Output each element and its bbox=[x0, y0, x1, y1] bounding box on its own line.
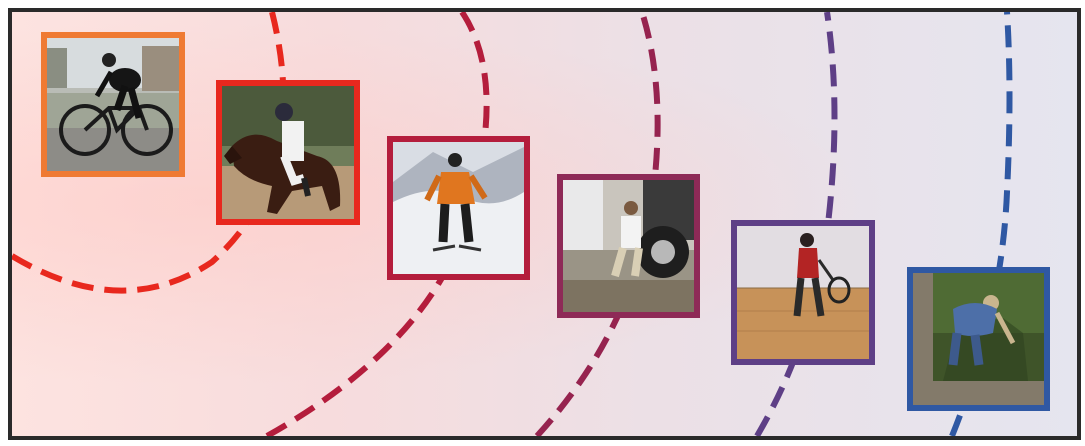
thumbnail-truck-tire bbox=[557, 174, 700, 318]
horse-riding-photo bbox=[222, 86, 354, 219]
truck-tire-photo bbox=[563, 180, 694, 312]
thumbnail-racquetball bbox=[731, 220, 875, 365]
thumbnail-cycling bbox=[41, 32, 185, 177]
cycling-photo bbox=[47, 38, 179, 171]
arc-3 bbox=[534, 12, 661, 436]
racquetball-photo bbox=[737, 226, 869, 359]
thumbnail-skiing bbox=[387, 136, 530, 280]
skiing-photo bbox=[393, 142, 524, 274]
thumbnail-gardening bbox=[907, 267, 1050, 411]
arc-1 bbox=[12, 12, 287, 294]
thumbnail-horse-riding bbox=[216, 80, 360, 225]
gardening-photo bbox=[913, 273, 1044, 405]
diagram-frame bbox=[8, 8, 1081, 440]
background-glow bbox=[12, 12, 1077, 436]
